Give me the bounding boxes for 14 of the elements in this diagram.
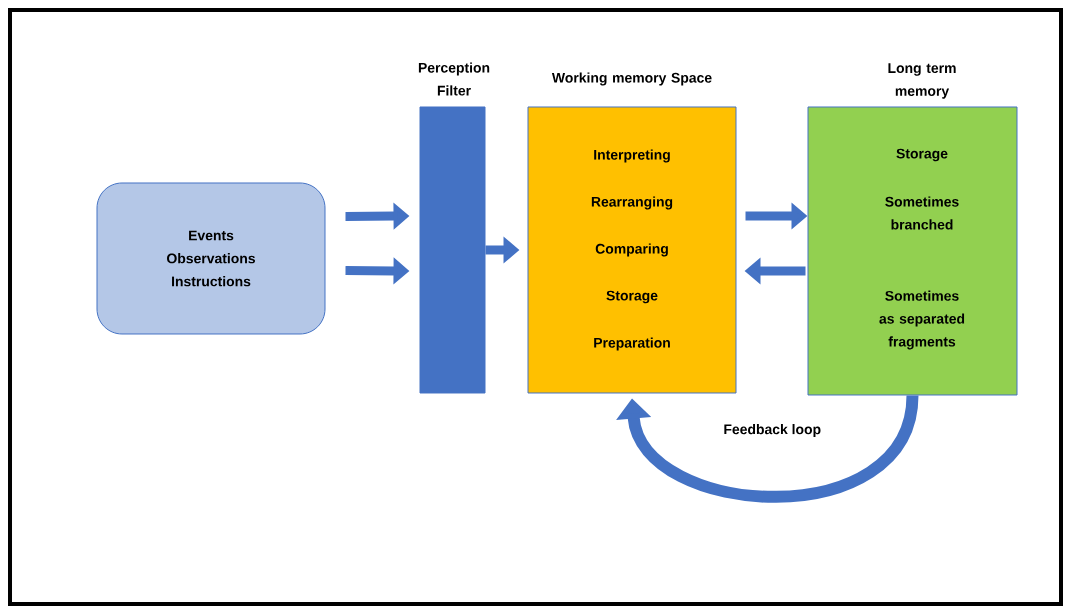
box-text: Storage — [896, 148, 948, 162]
box-text: Storage — [606, 290, 658, 304]
edge-label: Feedback loop — [722, 423, 823, 438]
box-text: Preparation — [594, 337, 670, 351]
box-heading: Perception Filter — [418, 62, 490, 96]
box-text: Sometimes as separated fragments — [879, 290, 965, 350]
input-box: Events Observations Instructions — [96, 182, 326, 335]
curved-arrow — [616, 394, 919, 503]
box-heading: Long term memory — [888, 63, 956, 99]
box-text: Rearranging — [591, 196, 673, 210]
box-text: Interpreting — [594, 149, 670, 163]
box-text: Sometimes branched — [885, 196, 959, 230]
box-text: Comparing — [595, 243, 668, 257]
box-heading: Working memory Space — [551, 72, 712, 86]
